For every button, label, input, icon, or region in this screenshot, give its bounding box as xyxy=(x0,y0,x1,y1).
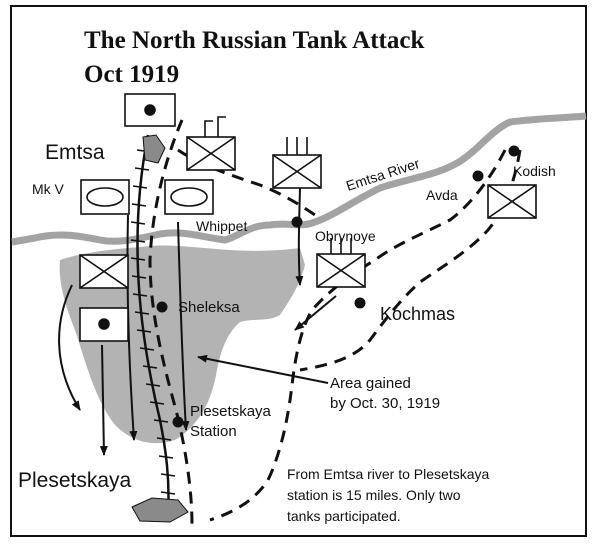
plesetskaya-station-dot xyxy=(172,416,184,428)
arrow-whippet xyxy=(177,221,190,431)
sheleksa-dot xyxy=(156,301,168,313)
kodish-dot xyxy=(508,145,520,157)
map-subtitle: Oct 1919 xyxy=(84,61,179,88)
footnote-line1: From Emtsa river to Plesetskaya xyxy=(287,466,489,482)
label-avda: Avda xyxy=(426,187,458,203)
arrow-center-down xyxy=(295,187,304,286)
front-line-railway xyxy=(148,119,194,526)
arrow-area-note xyxy=(197,354,329,384)
unit-infantry-kodish xyxy=(487,184,537,219)
footnote-line3: tanks participated. xyxy=(287,508,401,524)
map-title: The North Russian Tank Attack xyxy=(84,27,424,54)
arrow-west-sweep xyxy=(58,284,81,411)
label-mk5: Mk V xyxy=(32,181,65,197)
avda-dot xyxy=(472,170,484,182)
unit-infantry-west xyxy=(79,254,129,289)
emtsa-town-marker xyxy=(142,134,166,164)
front-line-kodish xyxy=(299,149,522,372)
front-line-east xyxy=(209,149,507,522)
railway-line xyxy=(136,134,170,516)
arrow-west-down xyxy=(99,344,108,456)
tank-whippet-symbol xyxy=(164,179,214,215)
unit-symbols xyxy=(79,93,537,342)
area-note-line1: Area gained xyxy=(330,375,411,392)
unit-infantry-river xyxy=(272,137,322,189)
unit-infantry-emtsa xyxy=(186,116,236,171)
label-obrynoye: Obrynoye xyxy=(315,228,376,244)
railway-ties xyxy=(130,149,176,495)
label-kodish: Kodish xyxy=(513,163,556,179)
unit-infantry-obrynoye xyxy=(316,238,366,288)
kochmas-dot xyxy=(354,297,366,309)
label-emtsa: Emtsa xyxy=(45,141,105,164)
label-sheleksa: Sheleksa xyxy=(178,299,240,316)
plesetskaya-town-marker xyxy=(131,497,189,523)
unit-hq-west xyxy=(79,307,129,342)
label-plesetskaya-station-2: Station xyxy=(190,423,237,440)
label-kochmas: Kochmas xyxy=(380,304,455,324)
obrynoye-dot xyxy=(291,216,303,228)
unit-hq-emtsa xyxy=(124,93,176,127)
arrow-east-sw xyxy=(294,295,337,331)
settlement-dots xyxy=(156,145,520,428)
area-note-line2: by Oct. 30, 1919 xyxy=(330,395,440,412)
label-plesetskaya: Plesetskaya xyxy=(18,469,132,492)
tank-mk5-symbol xyxy=(80,179,130,215)
label-plesetskaya-station-1: Plesetskaya xyxy=(190,403,272,420)
label-whippet: Whippet xyxy=(196,218,247,234)
footnote-line2: station is 15 miles. Only two xyxy=(287,487,461,503)
